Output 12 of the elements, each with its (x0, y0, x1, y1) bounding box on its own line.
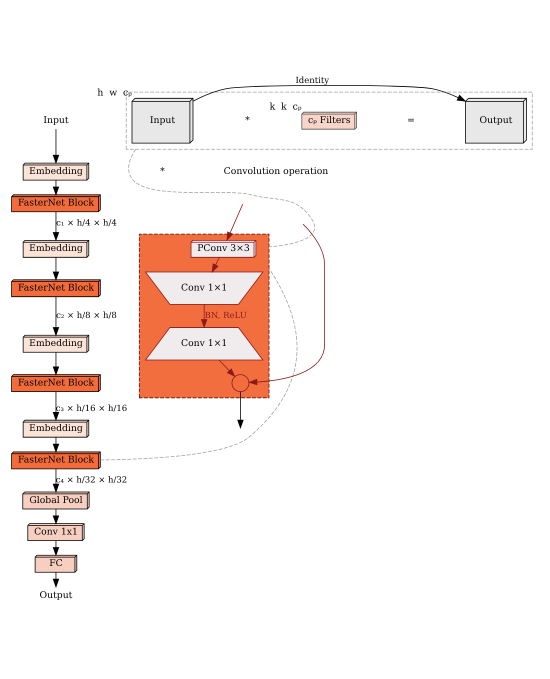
edge-label: BN, ReLU (204, 310, 247, 321)
node-text: Input (43, 114, 69, 126)
edge-label: Identity (295, 75, 330, 86)
node-label: h w cₚ (97, 87, 132, 98)
edge-label: c₂ × h/8 × h/8 (56, 310, 117, 321)
label: = (407, 114, 415, 126)
label: * (160, 166, 165, 177)
node-label: k k cₚ (270, 101, 302, 112)
label: * (245, 114, 250, 126)
legend-label: Convolution operation (224, 166, 328, 177)
edge-label: c₁ × h/4 × h/4 (56, 218, 117, 228)
node-text: Output (40, 589, 72, 600)
